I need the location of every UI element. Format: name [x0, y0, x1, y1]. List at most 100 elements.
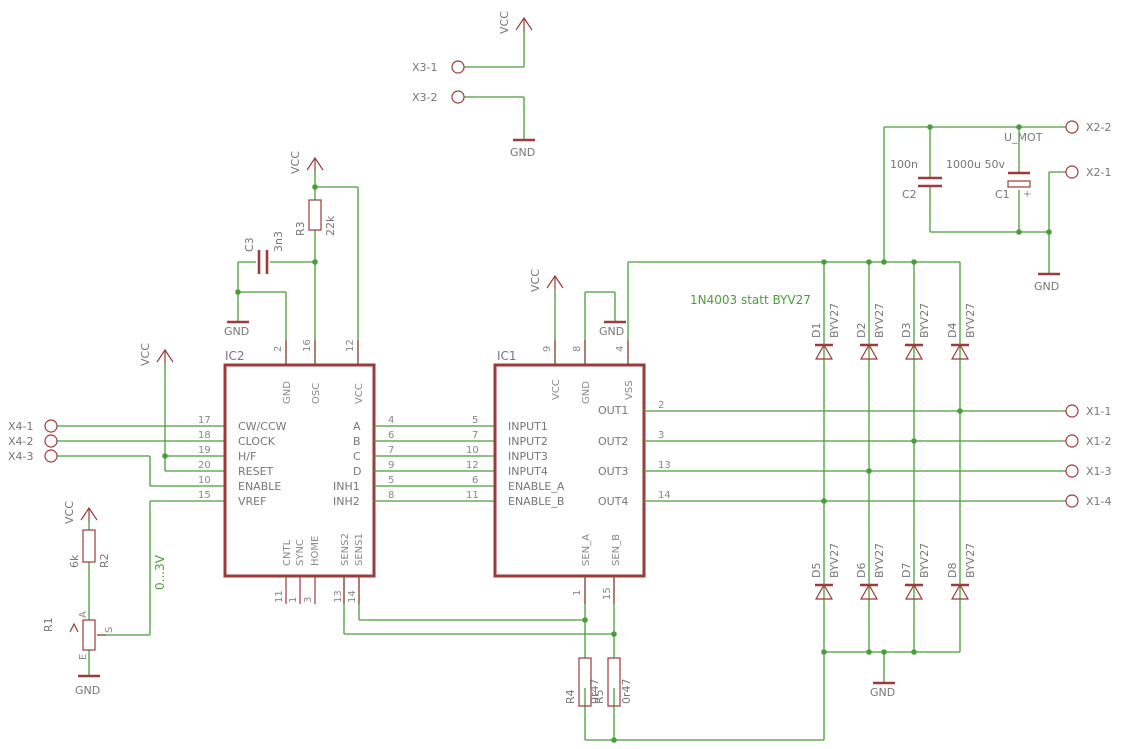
- svg-text:D4: D4: [946, 323, 959, 338]
- connector-pad: [1065, 494, 1079, 508]
- svg-text:10: 10: [198, 475, 211, 486]
- x4-3-label: X4-3: [8, 450, 34, 463]
- diode-d2: [859, 343, 879, 360]
- x2-1-label: X2-1: [1086, 166, 1112, 179]
- svg-text:BYV27: BYV27: [828, 543, 841, 578]
- svg-text:RESET: RESET: [238, 465, 274, 478]
- r2-resistor: [82, 529, 96, 563]
- pot-label-s: S: [104, 627, 115, 633]
- diode-d8: [950, 583, 970, 600]
- svg-text:14: 14: [658, 490, 671, 501]
- svg-text:H/F: H/F: [238, 450, 256, 463]
- svg-text:BYV27: BYV27: [873, 543, 886, 578]
- connector-pad: [451, 90, 465, 104]
- svg-text:D1: D1: [810, 323, 823, 338]
- svg-text:CLOCK: CLOCK: [238, 435, 276, 448]
- svg-text:D6: D6: [855, 563, 868, 578]
- connector-pad: [44, 434, 58, 448]
- svg-text:HOME: HOME: [310, 536, 321, 566]
- gnd-symbol: GND: [1034, 272, 1060, 293]
- svg-text:OSC: OSC: [311, 383, 322, 404]
- r4-label: R4: [564, 689, 577, 704]
- svg-text:6: 6: [472, 475, 478, 486]
- x1-1-label: X1-1: [1086, 405, 1112, 418]
- svg-text:D8: D8: [946, 563, 959, 578]
- x1-3-label: X1-3: [1086, 465, 1112, 478]
- svg-text:VREF: VREF: [238, 495, 266, 508]
- r1-label: R1: [42, 617, 55, 632]
- svg-text:CNTL: CNTL: [282, 539, 293, 566]
- svg-text:INPUT2: INPUT2: [508, 435, 548, 448]
- svg-text:SENS1: SENS1: [354, 533, 365, 566]
- svg-text:B: B: [353, 435, 361, 448]
- svg-text:10: 10: [466, 445, 479, 456]
- svg-text:2: 2: [658, 400, 664, 411]
- output-lines: X1-1 X1-2 X1-3 X1-4: [644, 404, 1112, 508]
- r5-resistor: [607, 657, 621, 707]
- svg-text:VCC: VCC: [551, 379, 562, 400]
- r1-potentiometer: [82, 619, 96, 651]
- svg-text:CW/CCW: CW/CCW: [238, 420, 287, 433]
- vref-range-label: 0...3V: [153, 554, 167, 590]
- x3-2-label: X3-2: [412, 91, 438, 104]
- svg-text:BYV27: BYV27: [964, 543, 977, 578]
- gnd-symbol: GND: [510, 138, 535, 159]
- diode-d7: [904, 583, 924, 600]
- svg-text:VCC: VCC: [498, 11, 511, 34]
- svg-text:3: 3: [658, 430, 664, 441]
- svg-text:OUT2: OUT2: [598, 435, 628, 448]
- connector-pad: [1065, 434, 1079, 448]
- svg-text:OUT1: OUT1: [598, 404, 628, 417]
- svg-text:18: 18: [198, 430, 211, 441]
- r5-value: 0r47: [620, 678, 633, 704]
- x3-group: VCC GND X3-1 X3-2: [412, 11, 535, 159]
- svg-text:VCC: VCC: [529, 269, 542, 292]
- svg-text:INH2: INH2: [333, 495, 360, 508]
- diode-d5: [814, 583, 834, 600]
- r5-label: R5: [593, 689, 606, 704]
- svg-text:D: D: [353, 465, 361, 478]
- c2-label: C2: [902, 188, 917, 201]
- svg-text:GND: GND: [581, 381, 592, 404]
- vcc-symbol: VCC: [63, 501, 98, 524]
- svg-text:C: C: [353, 450, 361, 463]
- svg-text:7: 7: [472, 430, 478, 441]
- connector-pad: [44, 449, 58, 463]
- svg-text:ENABLE_A: ENABLE_A: [508, 480, 565, 493]
- diode-note: 1N4003 statt BYV27: [690, 293, 811, 307]
- svg-text:ENABLE_B: ENABLE_B: [508, 495, 564, 508]
- svg-text:INPUT4: INPUT4: [508, 465, 548, 478]
- c2-capacitor: [918, 176, 942, 188]
- svg-text:12: 12: [466, 460, 479, 471]
- x4-2-label: X4-2: [8, 435, 34, 448]
- svg-text:9: 9: [388, 460, 394, 471]
- connector-pad: [451, 60, 465, 74]
- svg-text:13: 13: [333, 590, 344, 603]
- svg-text:8: 8: [572, 346, 583, 352]
- svg-text:INH1: INH1: [333, 480, 360, 493]
- svg-text:INPUT1: INPUT1: [508, 420, 548, 433]
- svg-text:GND: GND: [282, 381, 293, 404]
- r4-resistor: [578, 657, 592, 707]
- svg-text:BYV27: BYV27: [964, 303, 977, 338]
- vcc-symbol: VCC: [139, 343, 174, 366]
- pot-label-e: E: [78, 654, 89, 660]
- vcc-symbol: VCC: [498, 11, 533, 34]
- svg-text:SEN_B: SEN_B: [611, 534, 622, 566]
- svg-text:1: 1: [288, 597, 299, 603]
- svg-text:D3: D3: [900, 323, 913, 338]
- svg-text:15: 15: [602, 587, 613, 600]
- svg-text:OUT4: OUT4: [598, 495, 628, 508]
- ic-bus: [374, 425, 495, 502]
- svg-text:VCC: VCC: [354, 383, 365, 404]
- u-mot-label: U_MOT: [1004, 131, 1043, 144]
- connector-pad: [1065, 165, 1079, 179]
- r3-value: 22k: [324, 215, 337, 236]
- svg-text:1: 1: [572, 590, 583, 596]
- x4-group: VCC X4-1 X4-2 X4-3: [8, 343, 225, 487]
- svg-text:VSS: VSS: [624, 380, 635, 400]
- svg-text:D7: D7: [900, 563, 913, 578]
- r4-value: 0r47: [588, 678, 601, 704]
- ic1-chip: IC1 9 8 4 VCC GND VSS 5 7 10 12 6 11 INP…: [466, 346, 671, 600]
- ic1-supply-group: VCC GND: [529, 261, 960, 365]
